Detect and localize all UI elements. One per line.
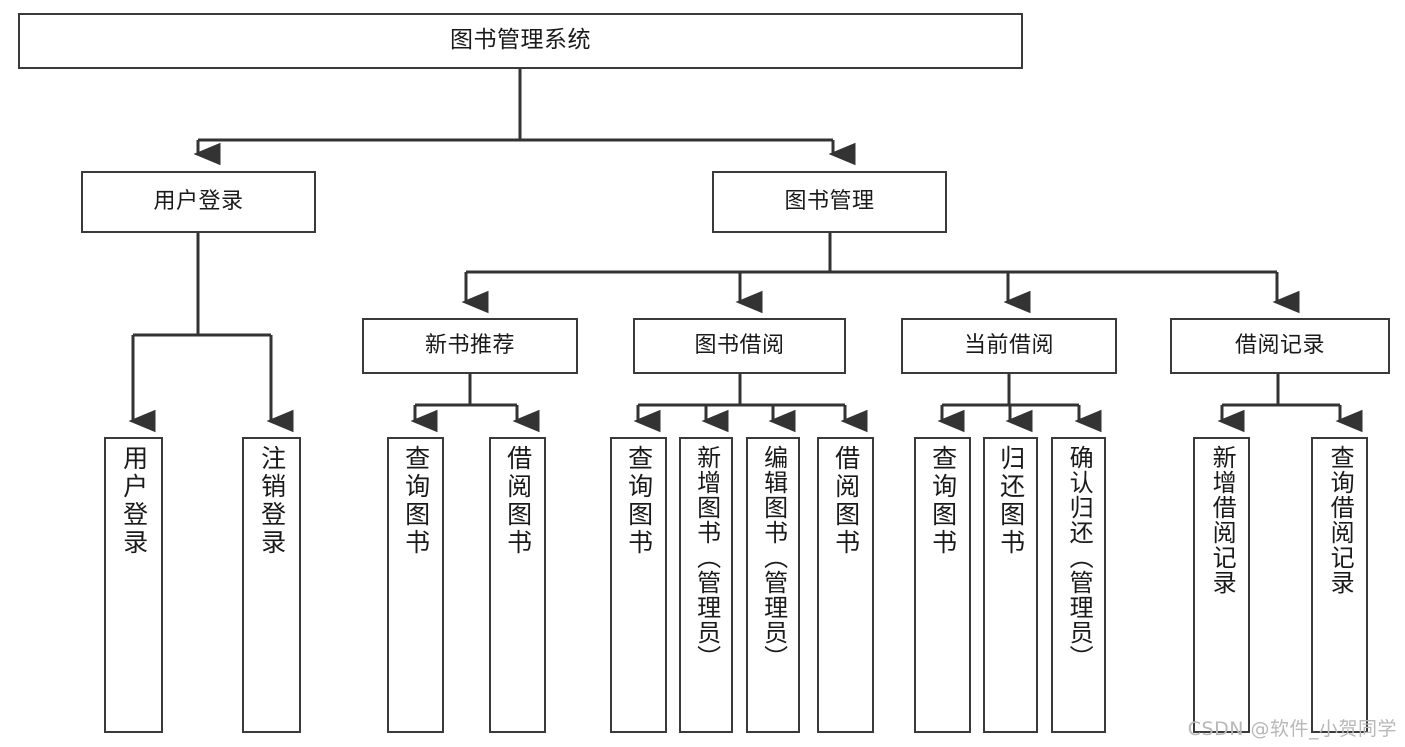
node-borrow-record[interactable]: 借阅记录 [1170, 318, 1390, 374]
node-leaf-confirm-return[interactable]: 确认归还（管理员） [1051, 437, 1106, 733]
node-leaf-add-record-label: 新增借阅记录 [1208, 445, 1237, 595]
node-book-borrow-label: 图书借阅 [694, 333, 785, 359]
csdn-watermark: CSDN @软件_小贺同学 [1187, 718, 1397, 740]
node-leaf-query-record[interactable]: 查询借阅记录 [1311, 437, 1368, 733]
node-book-borrow[interactable]: 图书借阅 [633, 318, 846, 374]
node-new-book-recommend[interactable]: 新书推荐 [362, 318, 578, 374]
node-leaf-confirm-return-label: 确认归还（管理员） [1065, 445, 1094, 670]
node-current-borrow[interactable]: 当前借阅 [901, 318, 1117, 374]
node-leaf-user-login[interactable]: 用户登录 [104, 437, 163, 733]
node-current-borrow-label: 当前借阅 [963, 333, 1054, 359]
node-leaf-borrow-book-2-label: 借阅图书 [831, 445, 861, 557]
node-book-manage[interactable]: 图书管理 [712, 171, 947, 233]
node-leaf-query-book-1-label: 查询图书 [401, 445, 431, 557]
node-leaf-logout[interactable]: 注销登录 [242, 437, 301, 733]
node-leaf-query-book-1[interactable]: 查询图书 [387, 437, 444, 733]
node-leaf-return-book-label: 归还图书 [996, 445, 1026, 557]
node-leaf-user-login-label: 用户登录 [119, 445, 149, 557]
node-leaf-add-book-label: 新增图书（管理员） [692, 445, 721, 670]
node-leaf-query-record-label: 查询借阅记录 [1326, 445, 1355, 595]
node-leaf-query-book-3-label: 查询图书 [928, 445, 958, 557]
node-borrow-record-label: 借阅记录 [1234, 333, 1325, 359]
node-leaf-edit-book-label: 编辑图书（管理员） [759, 445, 788, 670]
node-leaf-logout-label: 注销登录 [257, 445, 287, 557]
node-leaf-borrow-book-1-label: 借阅图书 [503, 445, 533, 557]
node-book-manage-label: 图书管理 [784, 189, 875, 215]
node-root-system-label: 图书管理系统 [450, 27, 591, 54]
node-user-login[interactable]: 用户登录 [81, 171, 316, 233]
node-leaf-return-book[interactable]: 归还图书 [983, 437, 1038, 733]
node-new-book-recommend-label: 新书推荐 [424, 333, 515, 359]
node-leaf-borrow-book-1[interactable]: 借阅图书 [489, 437, 546, 733]
node-leaf-edit-book[interactable]: 编辑图书（管理员） [746, 437, 800, 733]
node-root-system[interactable]: 图书管理系统 [18, 13, 1023, 69]
node-leaf-add-book[interactable]: 新增图书（管理员） [679, 437, 733, 733]
node-leaf-query-book-2-label: 查询图书 [624, 445, 654, 557]
node-leaf-add-record[interactable]: 新增借阅记录 [1193, 437, 1250, 733]
node-leaf-borrow-book-2[interactable]: 借阅图书 [817, 437, 874, 733]
node-user-login-label: 用户登录 [153, 189, 244, 215]
node-leaf-query-book-3[interactable]: 查询图书 [914, 437, 971, 733]
node-leaf-query-book-2[interactable]: 查询图书 [610, 437, 667, 733]
